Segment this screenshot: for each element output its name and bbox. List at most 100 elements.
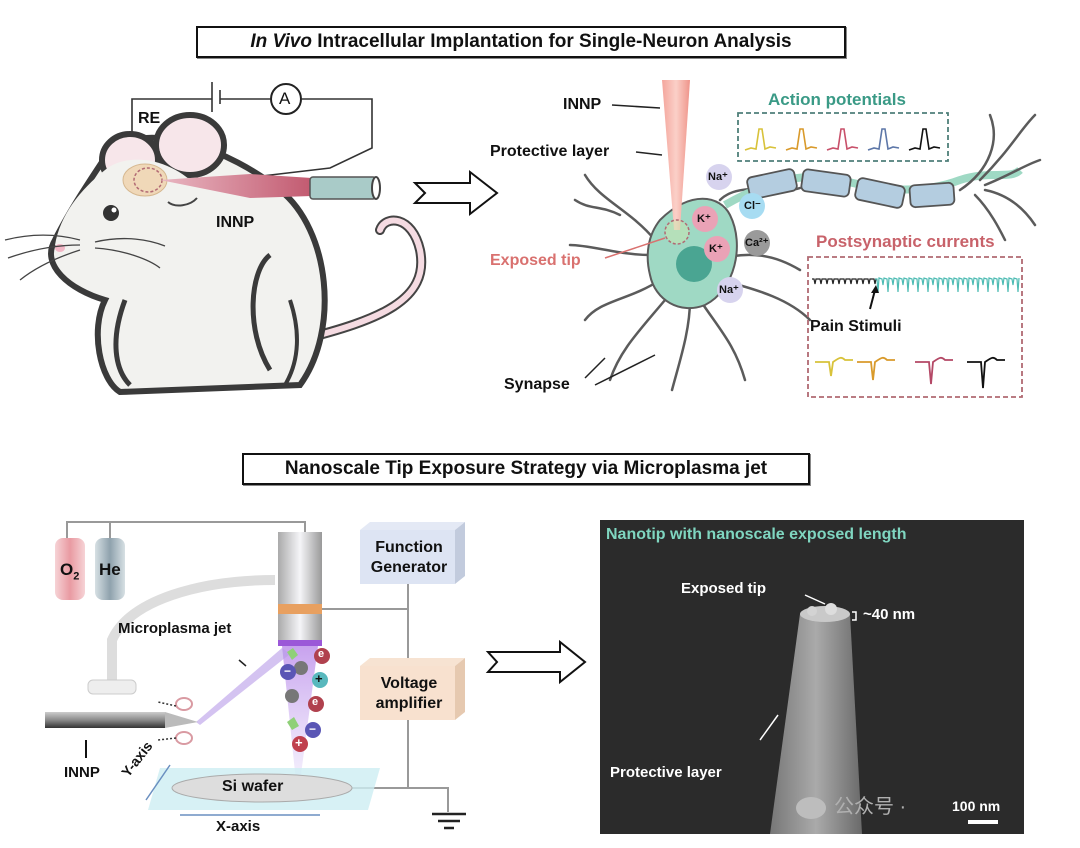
psc-event-trace [915,356,953,385]
sem-length-label: ~40 nm [863,606,916,623]
plasma-plume [282,646,318,782]
pain-stimuli-label: Pain Stimuli [810,318,902,335]
function-generator-label: Function Generator [362,538,456,578]
sem-protective-layer-label: Protective layer [610,764,722,781]
sem-title: Nanotip with nanoscale exposed length [606,526,907,543]
psc-long-trace [812,277,1020,293]
ion-label-k-1: K⁺ [697,213,711,225]
gas-o2-sub: 2 [73,570,80,583]
particle-e-1-label: e [318,648,325,660]
electrode-ring [278,604,322,614]
x-axis-label: X-axis [216,818,261,835]
arrow-right-bottom [485,639,587,685]
action-potential-traces [744,128,941,151]
gas-o2-text: O [60,560,74,579]
exposed-tip-circle [664,219,690,245]
holder-arm [107,575,276,682]
y-axis-arrow [145,764,171,801]
ion-label-ca: Ca²⁺ [745,237,769,249]
particle-minus-2-label: − [309,722,317,736]
label-exposed-tip: Exposed tip [490,252,581,269]
whiskers [4,234,166,281]
sem-image: Nanotip with nanoscale exposed length Ex… [600,520,1024,834]
ions [692,164,770,303]
particle-minus-2 [305,722,321,738]
voltage-amplifier-line-1: Voltage [380,675,438,692]
top-panel-title: In Vivo Intracellular Implantation for S… [196,26,846,58]
ion-k-1 [692,206,718,232]
innp-cone [662,80,690,230]
postsynaptic-currents-box [807,256,1023,398]
plasma-tube [278,532,322,644]
gas-lines [66,521,306,538]
holder-base [87,679,137,695]
electrical-wiring [322,584,449,812]
sem-exposed-tip-label: Exposed tip [681,580,767,597]
particle-minus-1 [280,664,296,680]
particle-e-2 [308,696,324,712]
si-wafer [171,773,353,803]
particle-plus-2-label: + [295,735,303,750]
ion-label-na-1: Na⁺ [708,171,728,183]
voltage-amplifier-line-2: amplifier [375,695,443,712]
label-innp-mouse: INNP [216,214,255,231]
title-italic: In Vivo [250,31,312,52]
bottom-panel-title: Nanoscale Tip Exposure Strategy via Micr… [242,453,810,485]
arrow-right-top [412,169,499,217]
particle-e-1 [314,648,330,664]
ammeter-label: A [279,89,291,108]
watermark: 公众号 · [796,790,906,819]
label-synapse: Synapse [504,376,570,393]
gas-he-label: He [99,560,121,579]
psc-baseline-trace [812,278,877,285]
psc-event-trace [857,356,895,381]
sem-nanotip [759,594,998,834]
title-rest: Intracellular Implantation for Single-Ne… [311,31,792,52]
innp-label-bottom: INNP [64,764,100,781]
si-wafer-label: Si wafer [222,778,284,795]
particle-plus-1 [312,672,328,688]
action-potentials-box [737,112,949,162]
sem-scale-label: 100 nm [952,798,1001,814]
ground-icon [432,812,466,830]
ion-cl [739,193,765,219]
debris-arrows [157,701,177,741]
function-generator-box [360,522,465,584]
axon-terminals [958,113,1042,242]
action-potential-trace [785,128,818,151]
scale-bar [968,820,998,824]
ion-na-2 [717,277,743,303]
myelin-sheaths [746,168,956,209]
ion-label-na-2: Na⁺ [719,284,739,296]
action-potentials-title: Action potentials [768,90,906,109]
function-generator-line-2: Generator [370,559,448,576]
particle-plus-1-label: + [315,671,323,686]
particle-minus-1-label: − [284,664,292,678]
neuron-nucleus [676,246,712,282]
ammeter-icon [270,83,302,115]
action-potential-trace [744,128,777,151]
circuit-wires [131,82,373,177]
o2-cylinder [55,538,85,600]
psc-event-trace [815,356,853,377]
innp-rod [45,712,165,728]
action-potential-trace [908,128,941,151]
ion-ca [744,230,770,256]
ion-label-cl: Cl⁻ [744,200,761,212]
plasma-particles [280,648,330,752]
ion-label-k-2: K⁺ [709,243,723,255]
psc-event-trace [967,356,1005,389]
psc-event-traces [815,356,1005,389]
particle-e-2-label: e [312,696,319,708]
gas-o2-label: O2 [60,560,79,582]
innp-probe [160,174,312,198]
postsynaptic-currents-title: Postsynaptic currents [816,232,995,251]
microplasma-jet-label: Microplasma jet [118,620,232,637]
ion-k-2 [704,236,730,262]
label-protective-layer: Protective layer [490,143,610,160]
wechat-icon [796,796,826,819]
voltage-amplifier-box [360,658,465,720]
voltage-amplifier-label: Voltage amplifier [362,674,456,714]
